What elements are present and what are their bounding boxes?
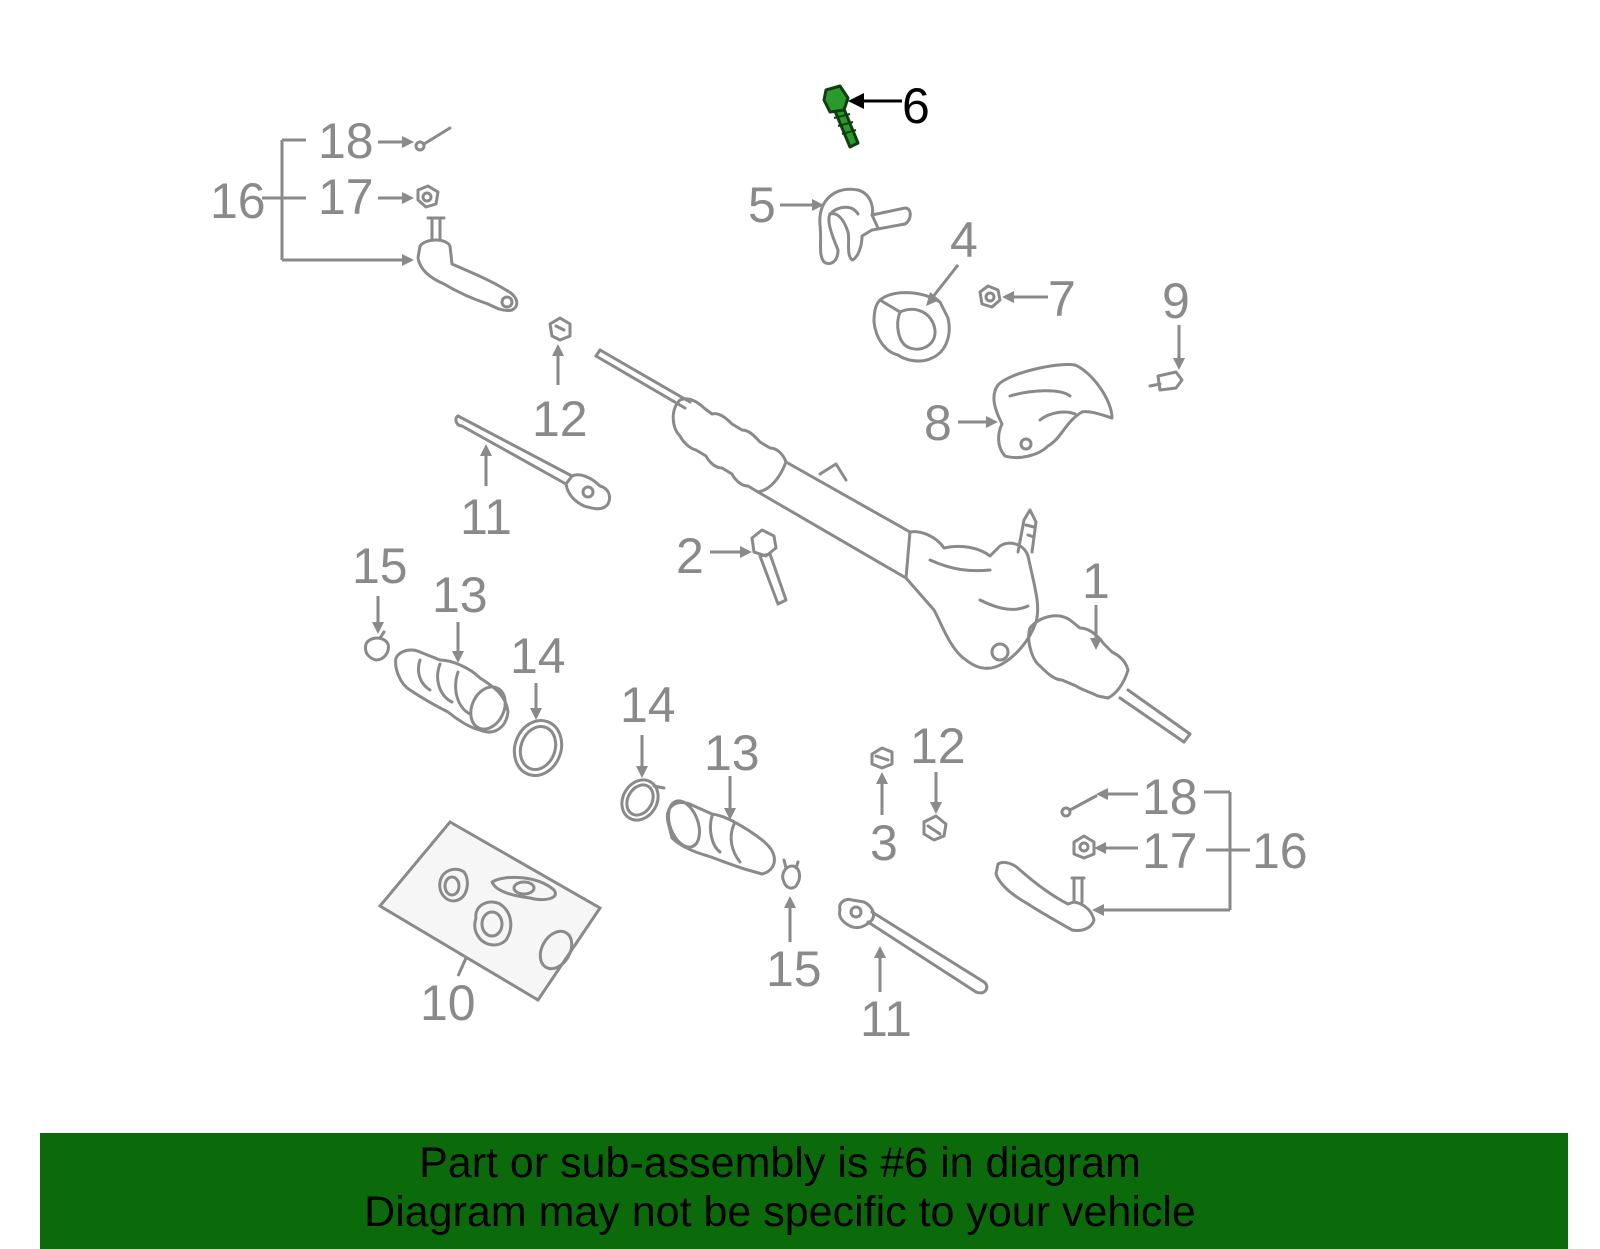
callout-label-c7: 7 bbox=[1048, 271, 1076, 327]
kit-part-10 bbox=[377, 820, 603, 1003]
banner-line-2: Diagram may not be specific to your vehi… bbox=[364, 1188, 1196, 1236]
callout-9: 9 bbox=[1162, 273, 1190, 370]
callout-label-c2: 2 bbox=[676, 528, 704, 584]
callout-label-c11a: 11 bbox=[460, 489, 512, 545]
callout-label-c18b: 18 bbox=[1142, 769, 1198, 825]
callout-label-c4: 4 bbox=[950, 212, 978, 268]
nut-part-17-right bbox=[1072, 834, 1096, 860]
banner-line-1: Part or sub-assembly is #6 in diagram bbox=[419, 1139, 1141, 1187]
callout-6: 6 bbox=[848, 78, 930, 134]
callout-label-c18a: 18 bbox=[318, 113, 374, 169]
bolt-part-9 bbox=[1148, 370, 1184, 392]
callout-label-c3: 3 bbox=[870, 815, 898, 871]
callout-15-right: 15 bbox=[766, 896, 822, 997]
callout-4: 4 bbox=[926, 212, 978, 306]
callout-label-c17b: 17 bbox=[1142, 823, 1198, 879]
cotter-pin-part-18-right bbox=[1060, 794, 1098, 818]
bolt-part-2 bbox=[750, 528, 788, 606]
callout-group-16-right: 18 17 16 bbox=[1092, 769, 1308, 916]
callout-7: 7 bbox=[1002, 271, 1076, 327]
boot-part-13-left bbox=[394, 648, 510, 734]
callout-label-c6: 6 bbox=[902, 78, 930, 134]
info-banner: Part or sub-assembly is #6 in diagram Di… bbox=[40, 1133, 1568, 1249]
clamp-part-14-right bbox=[620, 778, 666, 822]
callout-label-c15a: 15 bbox=[352, 538, 408, 594]
callout-label-c11b: 11 bbox=[860, 991, 912, 1047]
clip-part-15-right bbox=[781, 858, 801, 890]
callout-label-c16a: 16 bbox=[210, 173, 266, 229]
nut-part-17-left bbox=[416, 184, 440, 209]
cover-part-8 bbox=[992, 362, 1114, 460]
callout-label-c16b: 16 bbox=[1252, 823, 1308, 879]
nut-part-7 bbox=[978, 284, 1002, 309]
callout-label-c9: 9 bbox=[1162, 273, 1190, 329]
steering-rack-part-1 bbox=[594, 348, 1192, 744]
clip-part-15-left bbox=[364, 630, 390, 662]
cotter-pin-part-18-left bbox=[414, 126, 452, 152]
nut-part-12-lower bbox=[922, 814, 948, 842]
callout-label-c13b: 13 bbox=[704, 725, 760, 781]
clamp-part-14-left bbox=[512, 719, 564, 777]
callout-13-right: 13 bbox=[704, 725, 760, 820]
callout-12-lower: 12 bbox=[910, 718, 966, 814]
bracket-part-5 bbox=[818, 187, 912, 265]
nut-part-3 bbox=[870, 746, 894, 770]
callout-3: 3 bbox=[870, 772, 898, 871]
tie-rod-end-part-16-left bbox=[416, 216, 519, 312]
callout-label-c17a: 17 bbox=[318, 169, 374, 225]
callout-label-c8: 8 bbox=[924, 395, 952, 451]
callout-1: 1 bbox=[1082, 553, 1110, 650]
callout-15-left: 15 bbox=[352, 538, 408, 634]
callout-label-c1: 1 bbox=[1082, 553, 1110, 609]
callout-label-c5: 5 bbox=[748, 177, 776, 233]
callout-label-c10: 10 bbox=[420, 975, 476, 1031]
boot-part-13-right bbox=[665, 799, 776, 876]
callout-label-c15b: 15 bbox=[766, 941, 822, 997]
callout-11-right: 11 bbox=[860, 946, 912, 1047]
callout-10: 10 bbox=[420, 957, 476, 1031]
callout-12-upper: 12 bbox=[532, 344, 588, 447]
callout-13-left: 13 bbox=[432, 567, 488, 663]
callout-label-c12a: 12 bbox=[532, 391, 588, 447]
callout-group-16-left: 16 18 17 bbox=[210, 113, 414, 266]
callout-8: 8 bbox=[924, 395, 998, 451]
callout-5: 5 bbox=[748, 177, 824, 233]
callout-label-c12b: 12 bbox=[910, 718, 966, 774]
callout-label-c14a: 14 bbox=[510, 628, 566, 684]
tie-rod-part-11-right bbox=[838, 898, 989, 995]
nut-part-12-upper bbox=[548, 316, 572, 342]
bolt-part-6-highlighted[interactable] bbox=[822, 84, 860, 149]
tie-rod-end-part-16-right bbox=[994, 860, 1096, 932]
callout-14-right: 14 bbox=[620, 677, 676, 778]
callout-14-left: 14 bbox=[510, 628, 566, 720]
callout-2: 2 bbox=[676, 528, 752, 584]
callout-label-c14b: 14 bbox=[620, 677, 676, 733]
callout-11-left: 11 bbox=[460, 444, 512, 545]
callout-label-c13a: 13 bbox=[432, 567, 488, 623]
tie-rod-part-11-left bbox=[454, 414, 612, 511]
bushing-part-4 bbox=[872, 291, 951, 363]
